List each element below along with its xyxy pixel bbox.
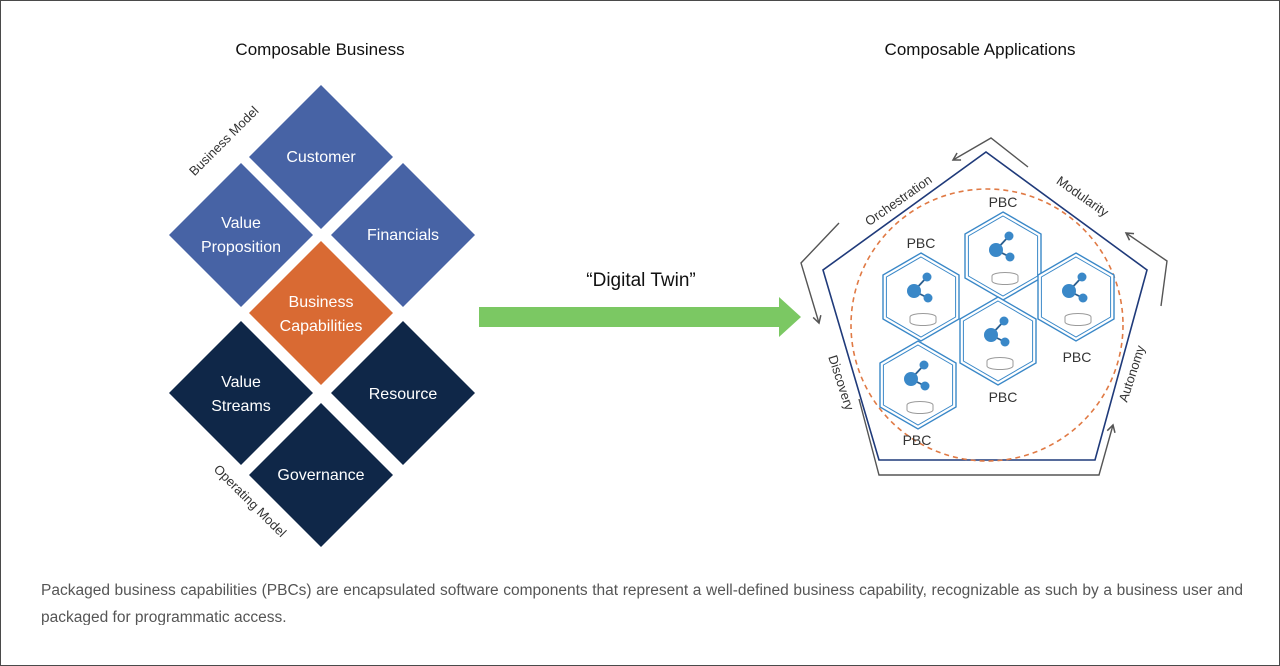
modularity-label: Modularity — [1054, 173, 1112, 220]
pbc-label-bottom-left: PBC — [903, 432, 932, 448]
caption: Packaged business capabilities (PBCs) ar… — [41, 582, 1243, 625]
tile-value-proposition — [169, 163, 313, 307]
tile-governance-label: Governance — [277, 467, 364, 484]
orchestration-arrow — [951, 137, 1029, 168]
autonomy-arrow — [858, 398, 1116, 476]
tile-financials — [331, 163, 475, 307]
digital-twin-arrow — [479, 297, 801, 337]
discovery-arrow — [800, 222, 840, 325]
modularity-arrow — [1124, 232, 1168, 307]
pbc-label-top: PBC — [989, 194, 1018, 210]
tile-governance — [249, 403, 393, 547]
tile-value-streams-label-1: Value — [221, 374, 261, 391]
tile-financials-label: Financials — [367, 227, 439, 244]
left-title: Composable Business — [235, 40, 404, 59]
pbc-hexagon-top — [964, 211, 1042, 301]
tile-business-capabilities — [249, 241, 393, 385]
orchestration-label: Orchestration — [862, 172, 935, 229]
tile-value-proposition-label-2: Proposition — [201, 239, 281, 256]
pbc-hexagon-left — [882, 252, 960, 342]
pbc-hexagon-right — [1037, 252, 1115, 342]
digital-twin-label: “Digital Twin” — [586, 270, 695, 291]
pbc-boundary-circle — [850, 188, 1124, 462]
tile-business-capabilities-label-2: Capabilities — [280, 318, 363, 335]
tile-customer-label: Customer — [286, 149, 356, 166]
tile-value-streams-label-2: Streams — [211, 398, 271, 415]
tile-value-proposition-label-1: Value — [221, 215, 261, 232]
business-model-label: Business Model — [186, 103, 262, 179]
discovery-label: Discovery — [825, 353, 857, 412]
pbc-label-left: PBC — [907, 235, 936, 251]
tile-business-capabilities-label-1: Business — [289, 294, 354, 311]
tile-resource — [331, 321, 475, 465]
pbc-hexagon-bottom-left — [879, 340, 957, 430]
tile-customer — [249, 85, 393, 229]
right-title: Composable Applications — [885, 40, 1076, 59]
tile-resource-label: Resource — [369, 386, 438, 403]
pentagon-outline — [822, 151, 1148, 461]
pbc-label-right: PBC — [1063, 349, 1092, 365]
pbc-label-center: PBC — [989, 389, 1018, 405]
tile-value-streams — [169, 321, 313, 465]
pbc-hexagon-center — [959, 296, 1037, 386]
